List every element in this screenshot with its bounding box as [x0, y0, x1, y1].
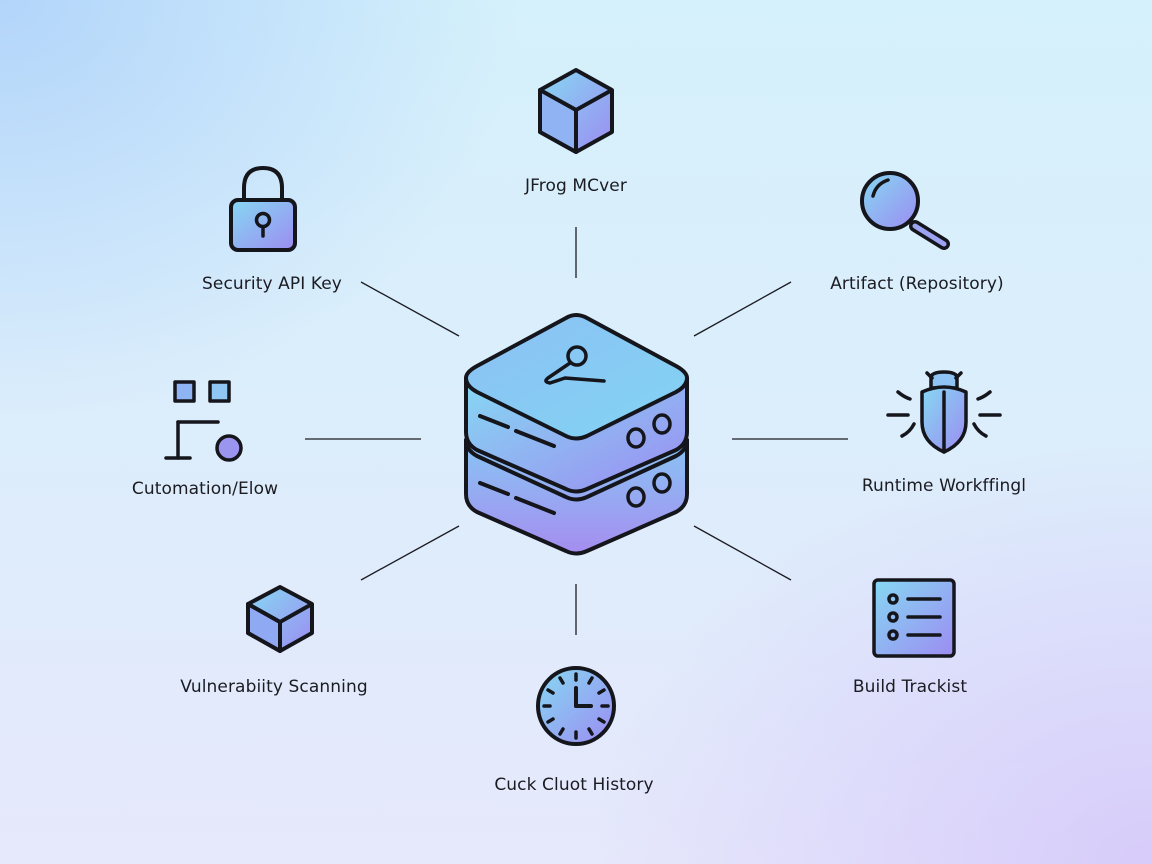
label-top: JFrog MCver	[525, 176, 627, 196]
label-bottom-left: Vulnerabiity Scanning	[180, 677, 368, 697]
label-top-right: Artifact (Repository)	[830, 274, 1004, 294]
label-top-left: Security API Key	[202, 274, 342, 294]
connector-top-right	[693, 281, 792, 337]
label-left: Cutomation/Elow	[131, 479, 279, 499]
workflow-icon[interactable]	[164, 380, 243, 462]
connector-bottom-left	[360, 525, 460, 581]
bug-icon[interactable]	[886, 370, 1002, 454]
padlock-icon[interactable]	[229, 166, 297, 252]
label-right: Runtime Workffingl	[861, 476, 1027, 496]
clock-icon[interactable]	[536, 666, 616, 746]
label-bottom: Cuck Cluot History	[494, 775, 654, 795]
cube-icon[interactable]	[538, 68, 614, 154]
connector-lines	[305, 227, 848, 635]
connector-bottom-right	[693, 525, 792, 581]
magnifier-icon[interactable]	[860, 171, 950, 250]
server-stack-icon[interactable]	[464, 313, 689, 556]
label-bottom-right: Build Trackist	[852, 677, 968, 697]
connector-top-left	[360, 281, 460, 337]
cube-icon[interactable]	[246, 585, 314, 653]
list-icon[interactable]	[872, 578, 956, 658]
